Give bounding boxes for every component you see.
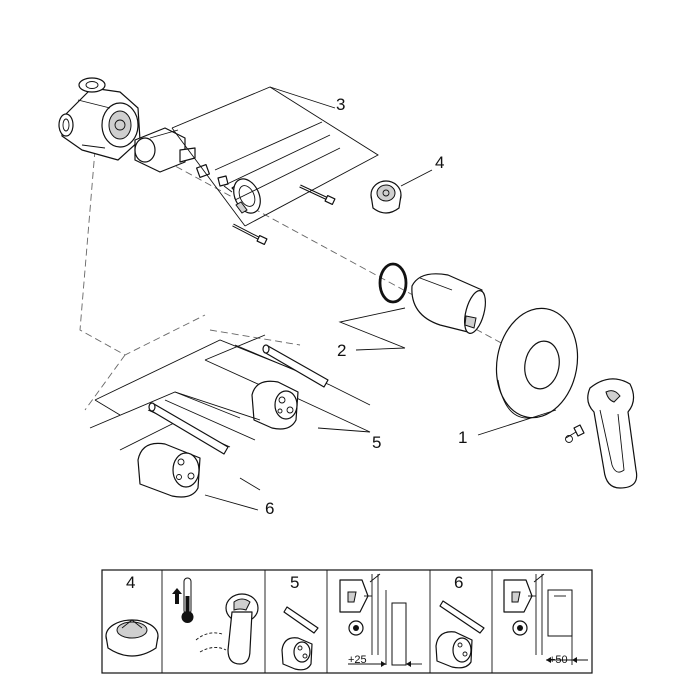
part-2-sleeve xyxy=(338,273,486,351)
callout-1: 1 xyxy=(458,428,467,447)
group-3-bracket xyxy=(171,86,379,227)
legend-install-depth-25 xyxy=(339,573,422,667)
legend-6-spindle-icon xyxy=(439,600,485,634)
adapter-ring xyxy=(233,178,261,214)
mounting-screws xyxy=(232,184,336,246)
legend-6-cartridge-icon xyxy=(435,631,473,669)
group-5-spindle xyxy=(262,344,329,388)
group-5-cartridge xyxy=(251,380,299,430)
legend-5-spindle-icon xyxy=(283,606,319,634)
mixing-cartridge xyxy=(134,127,211,179)
callout-4: 4 xyxy=(435,153,444,172)
group-6-spindle xyxy=(148,402,229,455)
legend-label-6: 6 xyxy=(454,573,463,592)
group-5-bracket xyxy=(94,334,371,433)
callout-2: 2 xyxy=(337,341,346,360)
part-4-adapter xyxy=(370,169,433,214)
legend-install-depth-50 xyxy=(503,573,588,665)
o-ring xyxy=(378,262,408,304)
callout-6: 6 xyxy=(265,499,274,518)
legend-label-4: 4 xyxy=(126,573,135,592)
legend-adapter-icon xyxy=(105,619,159,657)
legend-label-5: 5 xyxy=(290,573,299,592)
callout-5: 5 xyxy=(372,433,381,452)
legend-temperature-icon xyxy=(172,577,194,623)
group-6-cartridge xyxy=(137,442,201,498)
callout-3: 3 xyxy=(336,95,345,114)
legend-dim-50: +50 xyxy=(549,654,568,666)
valve-body xyxy=(58,77,141,161)
legend-lever-icon xyxy=(195,593,259,665)
legend-dim-25: +25 xyxy=(348,654,367,666)
legend-5-cartridge-icon xyxy=(281,637,313,671)
part-1-lever-handle xyxy=(477,378,638,489)
part-1-escutcheon xyxy=(495,307,579,419)
